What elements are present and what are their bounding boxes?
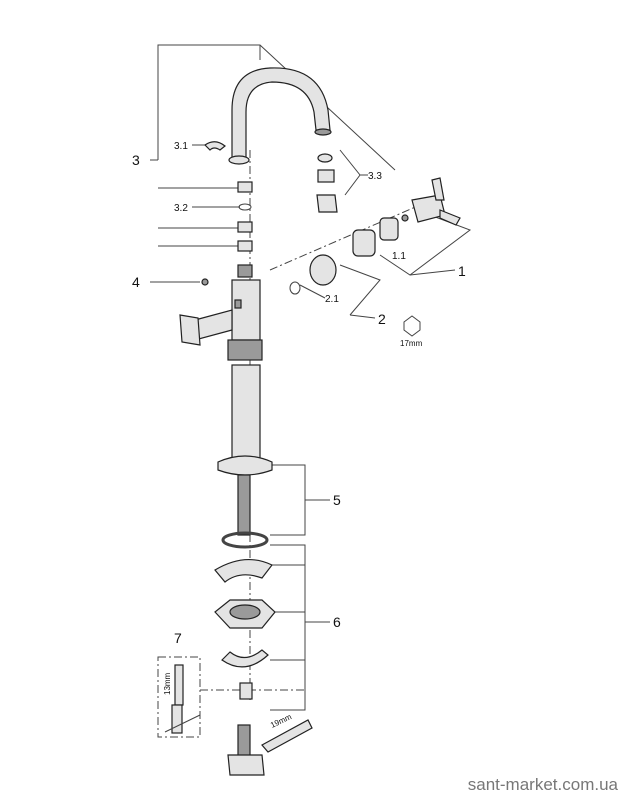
handle-assembly: [289, 177, 461, 337]
label-1-1: 1.1: [392, 251, 406, 262]
tool-box-7: [157, 656, 201, 738]
label-1: 1: [458, 263, 466, 279]
spout-seal-parts: [237, 181, 253, 278]
watermark: sant-market.com.ua: [468, 775, 619, 794]
label-3-1: 3.1: [174, 141, 188, 152]
label-2-1: 2.1: [325, 294, 339, 305]
label-4: 4: [132, 274, 140, 290]
spout: [204, 67, 338, 213]
leader-lines: [150, 44, 472, 711]
dimension-17mm: 17mm: [400, 339, 423, 348]
label-7: 7: [174, 630, 182, 646]
faucet-body: [179, 278, 263, 461]
dimension-19mm: 19mm: [269, 712, 293, 730]
label-3-2: 3.2: [174, 203, 188, 214]
label-3: 3: [132, 152, 140, 168]
label-5: 5: [333, 492, 341, 508]
label-6: 6: [333, 614, 341, 630]
dimension-13mm: 13mm: [163, 672, 172, 695]
hoses-and-mounting: [214, 455, 313, 776]
label-2: 2: [378, 311, 386, 327]
label-3-3: 3.3: [368, 171, 382, 182]
